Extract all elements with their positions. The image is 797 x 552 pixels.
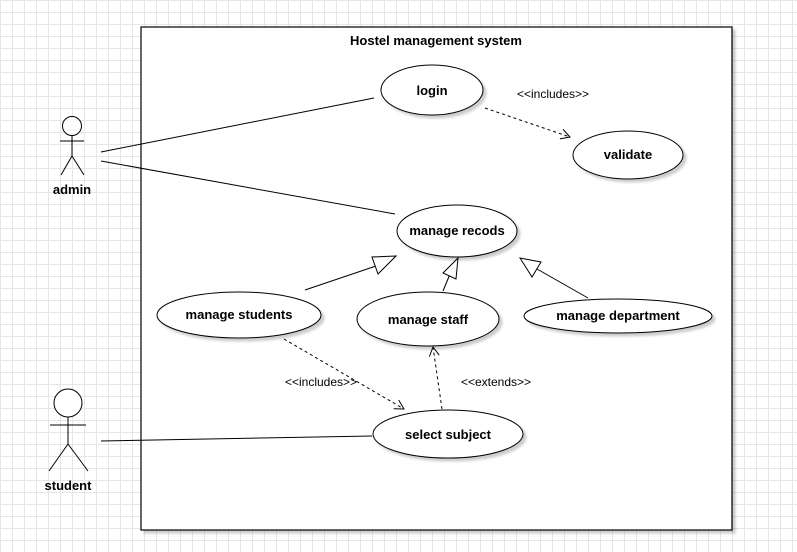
actor-admin[interactable]	[60, 116, 85, 176]
actor-student-label: student	[45, 478, 93, 493]
use-case-manage-department-label: manage department	[556, 308, 680, 323]
use-case-manage-students[interactable]: manage students	[156, 291, 322, 339]
use-case-select-subject[interactable]: select subject	[372, 409, 524, 459]
use-case-login-label: login	[416, 83, 447, 98]
use-case-manage-staff-label: manage staff	[388, 312, 469, 327]
actor-student-head	[53, 388, 83, 418]
dependency-login-validate	[484, 107, 571, 140]
actor-admin-label: admin	[53, 182, 91, 197]
generalization-students-records	[304, 255, 398, 291]
use-case-select-subject-label: select subject	[405, 427, 492, 442]
use-case-manage-records[interactable]: manage recods	[396, 204, 518, 258]
use-case-manage-department[interactable]: manage department	[523, 298, 713, 334]
stereotype-login-validate: <<includes>>	[517, 87, 589, 101]
dependency-students-subject	[283, 338, 405, 410]
use-case-manage-students-label: manage students	[186, 307, 293, 322]
actor-admin-head	[62, 116, 82, 136]
use-case-validate[interactable]: validate	[572, 130, 684, 180]
actor-student[interactable]	[48, 388, 89, 472]
association-admin-manage-records	[100, 160, 396, 215]
use-case-manage-records-label: manage recods	[409, 223, 504, 238]
association-student-select-subject	[100, 435, 373, 442]
stereotype-subject-staff: <<extends>>	[461, 375, 531, 389]
system-title: Hostel management system	[350, 33, 522, 48]
association-admin-login	[100, 97, 375, 153]
use-case-login[interactable]: login	[380, 64, 484, 116]
dependency-subject-staff	[428, 345, 443, 410]
generalization-staff-records	[442, 256, 459, 292]
use-case-validate-label: validate	[604, 147, 652, 162]
generalization-department-records	[518, 257, 589, 299]
stereotype-students-subject: <<includes>>	[285, 375, 357, 389]
use-case-manage-staff[interactable]: manage staff	[356, 291, 500, 347]
